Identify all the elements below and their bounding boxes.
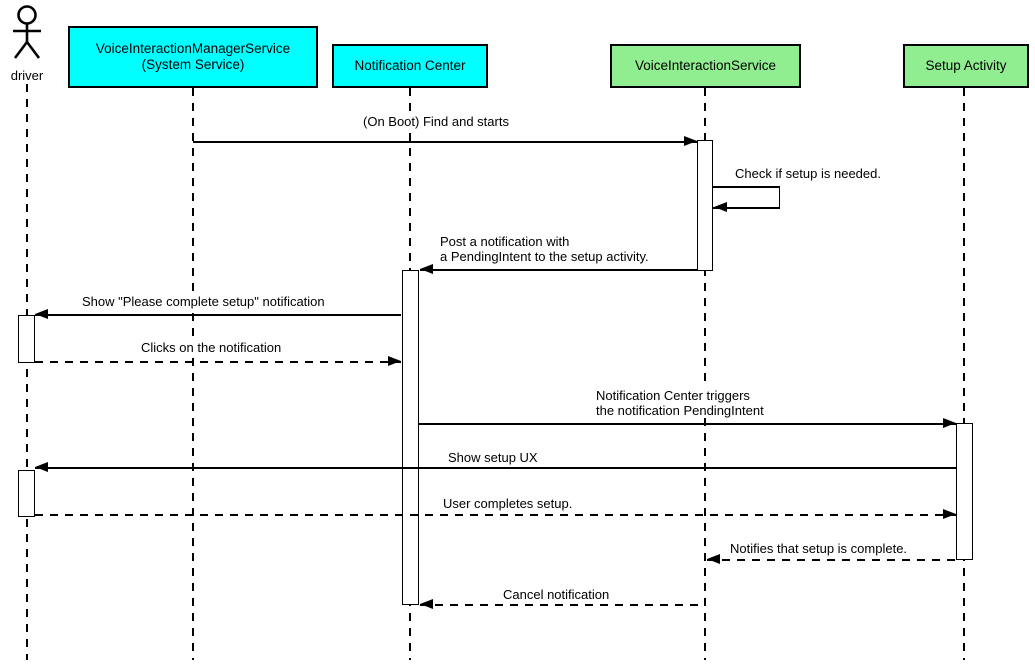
message-label-notifies-setup-complete: Notifies that setup is complete. [728,541,910,556]
activation-notification-center [402,270,419,605]
arrowhead-clicks-on-the-notification [388,356,401,366]
arrowhead-notification-center-triggers-pendingintent [943,418,956,428]
message-label-notification-center-triggers-pendingintent: Notification Center triggers [594,388,752,403]
message-label-check-if-setup-is-needed: Check if setup is needed. [733,166,883,181]
message-line-cancel-notification [420,604,705,606]
participant-voice-interaction-service: VoiceInteractionService [610,44,801,88]
arrowhead-show-setup-ux [35,462,48,472]
arrowhead-user-completes-setup [943,509,956,519]
message-label-user-completes-setup: User completes setup. [441,496,575,511]
message-line-notifies-setup-complete [707,559,956,561]
message-label-post-a-notification: a PendingIntent to the setup activity. [438,249,651,264]
arrowhead-notifies-setup-complete [707,554,720,564]
arrowhead-check-if-setup-is-needed [714,202,727,212]
message-label-clicks-on-the-notification: Clicks on the notification [139,340,284,355]
lifeline-voice-interaction-service [704,88,706,660]
self-message-side-check-if-setup-is-needed [778,187,780,208]
self-message-out-check-if-setup-is-needed [713,186,780,188]
message-line-show-setup-ux [35,467,956,469]
actor-driver: driver [6,4,48,83]
activation-setup-activity [956,423,973,560]
activation-voice-interaction-service [697,140,713,271]
participant-setup-activity: Setup Activity [903,44,1029,88]
arrowhead-post-a-notification [420,264,433,274]
participant-label: Notification Center [354,58,466,73]
message-label-post-a-notification: Post a notification with [438,234,572,249]
lifeline-driver [26,84,28,660]
arrowhead-show-please-complete-setup-notification [35,309,48,319]
activation-driver-2 [18,470,35,517]
lifeline-voice-interaction-manager-service [192,88,194,660]
participant-label: VoiceInteractionService [634,58,777,73]
participant-notification-center: Notification Center [332,44,488,88]
message-label-show-please-complete-setup-notification: Show "Please complete setup" notificatio… [80,294,327,309]
message-line-show-please-complete-setup-notification [35,314,401,316]
self-message-return-check-if-setup-is-needed [713,207,780,209]
message-label-show-setup-ux: Show setup UX [446,450,540,465]
participant-label: VoiceInteractionManagerService [95,41,291,56]
arrowhead-on-boot-find-and-starts [684,136,697,146]
message-line-user-completes-setup [35,514,956,516]
message-label-cancel-notification: Cancel notification [501,587,612,602]
message-line-post-a-notification [420,269,697,271]
message-label-on-boot-find-and-starts: (On Boot) Find and starts [361,114,511,129]
stick-figure-icon [13,5,41,59]
arrowhead-cancel-notification [420,599,433,609]
activation-driver-1 [18,315,35,363]
lifeline-setup-activity [963,88,965,660]
message-line-clicks-on-the-notification [35,361,401,363]
message-line-on-boot-find-and-starts [193,141,697,143]
participant-label: Setup Activity [925,58,1007,73]
participant-voice-interaction-manager-service: VoiceInteractionManagerService(System Se… [68,26,318,88]
message-label-notification-center-triggers-pendingintent: the notification PendingIntent [594,403,766,418]
participant-label: (System Service) [141,57,245,72]
actor-label: driver [10,68,44,83]
message-line-notification-center-triggers-pendingintent [419,423,956,425]
